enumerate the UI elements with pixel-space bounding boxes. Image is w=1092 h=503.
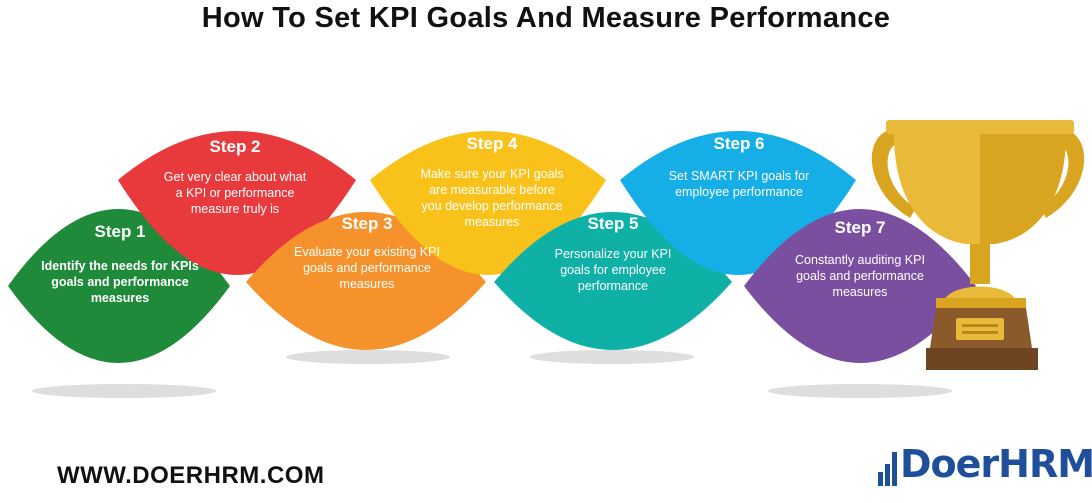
step-4-text: Make sure your KPI goals are measurable … [420, 167, 564, 229]
step-5-text: Personalize your KPI goals for employee … [554, 247, 672, 293]
step-2-block: Step 2 Get very clear about what a KPI o… [160, 137, 310, 217]
step-2-label: Step 2 [209, 137, 261, 156]
step-7-block: Step 7 Constantly auditing KPI goals and… [788, 218, 932, 300]
website-url: WWW.DOERHRM.COM [57, 462, 325, 489]
step-1-block: Step 1 Identify the needs for KPIs goals… [40, 222, 200, 306]
step-6-block: Step 6 Set SMART KPI goals for employee … [664, 134, 814, 200]
step-3-block: Step 3 Evaluate your existing KPI goals … [292, 214, 442, 292]
step-3-shadow [286, 350, 450, 364]
step-7-text: Constantly auditing KPI goals and perfor… [795, 253, 925, 299]
step-1-label: Step 1 [94, 222, 146, 241]
step-5-label: Step 5 [587, 214, 639, 233]
step-5-block: Step 5 Personalize your KPI goals for em… [540, 214, 686, 294]
step-1-shadow [32, 384, 216, 398]
step-1-text: Identify the needs for KPIs goals and pe… [41, 259, 199, 305]
brand-name: DoerHRM [900, 442, 1092, 486]
diagram-title: How To Set KPI Goals And Measure Perform… [201, 2, 891, 34]
step-4-block: Step 4 Make sure your KPI goals are meas… [418, 134, 566, 230]
trophy-icon [871, 120, 1085, 370]
step-5-shadow [530, 350, 694, 364]
brand-logo: DoerHRM [876, 438, 1092, 498]
step-2-text: Get very clear about what a KPI or perfo… [163, 170, 307, 216]
step-7-shape [744, 209, 976, 363]
step-5-shape [494, 212, 732, 350]
doerhrm-logo-icon [878, 452, 897, 486]
step-7-shadow [768, 384, 952, 398]
step-4-label: Step 4 [466, 134, 518, 153]
step-6-text: Set SMART KPI goals for employee perform… [668, 169, 810, 199]
step-3-label: Step 3 [341, 214, 393, 233]
step-7-label: Step 7 [834, 218, 886, 237]
step-3-text: Evaluate your existing KPI goals and per… [294, 245, 440, 291]
step-6-label: Step 6 [713, 134, 765, 153]
